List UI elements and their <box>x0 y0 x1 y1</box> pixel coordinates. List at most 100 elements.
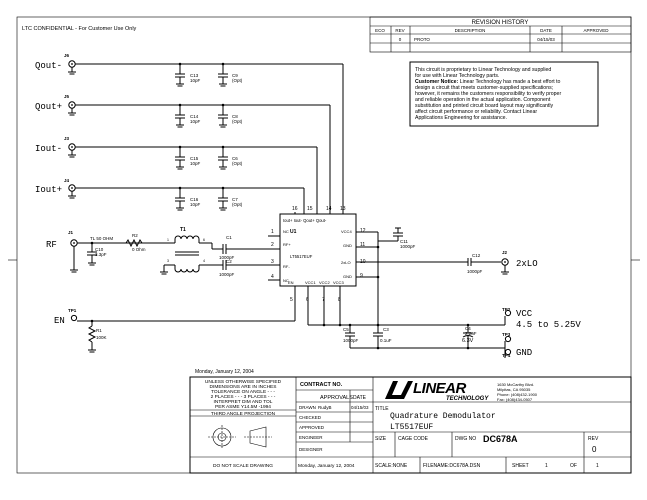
svg-text:TP3: TP3 <box>502 332 511 337</box>
svg-text:VCC2: VCC2 <box>319 280 330 285</box>
svg-text:3.3pF: 3.3pF <box>95 252 107 257</box>
svg-text:0.1uF: 0.1uF <box>380 338 392 343</box>
svg-text:Monday, January 12, 2004: Monday, January 12, 2004 <box>298 463 355 469</box>
svg-text:10pF: 10pF <box>190 161 201 166</box>
svg-text:and reliable operation in the: and reliable operation in the actual app… <box>415 97 551 103</box>
svg-text:Phone: (408)432-1900: Phone: (408)432-1900 <box>497 392 538 397</box>
svg-text:TL 50 OHM: TL 50 OHM <box>90 236 113 241</box>
svg-text:GND: GND <box>343 243 352 248</box>
svg-text:C6: C6 <box>232 156 238 161</box>
svg-text:PER ASME Y14.5M -1994: PER ASME Y14.5M -1994 <box>215 404 271 410</box>
svg-text:CHECKED: CHECKED <box>299 415 322 420</box>
svg-text:This circuit is proprietary to: This circuit is proprietary to Linear Te… <box>415 67 551 73</box>
svg-text:J5: J5 <box>64 94 70 99</box>
svg-text:APPROVED: APPROVED <box>299 425 325 430</box>
svg-text:16: 16 <box>292 206 298 212</box>
svg-text:ENGINEER: ENGINEER <box>299 435 323 440</box>
svg-text:NC: NC <box>283 278 289 283</box>
svg-text:10pF: 10pF <box>190 202 201 207</box>
svg-text:R1: R1 <box>96 328 102 333</box>
svg-text:UNLESS OTHERWISE SPECIFIED: UNLESS OTHERWISE SPECIFIED <box>205 379 282 385</box>
svg-text:TITLE: TITLE <box>375 406 389 412</box>
svg-text:C11: C11 <box>400 239 408 244</box>
svg-text:VCC3: VCC3 <box>333 280 344 285</box>
svg-text:U1: U1 <box>290 229 297 235</box>
svg-text:10pF: 10pF <box>190 78 201 83</box>
svg-text:15: 15 <box>307 206 313 212</box>
svg-text:C2: C2 <box>226 259 232 264</box>
svg-text:LT5517EUF: LT5517EUF <box>290 254 313 259</box>
drawing-number: DC678A <box>483 434 518 444</box>
svg-text:TP2: TP2 <box>502 307 511 312</box>
svg-text:9: 9 <box>360 273 363 279</box>
en-label: EN <box>54 316 65 326</box>
svg-text:RF-: RF- <box>283 264 290 269</box>
revision-history: REVISION HISTORY ECO REV DESCRIPTION DAT… <box>369 16 632 53</box>
svg-text:Applications Engineering for a: Applications Engineering for assistance. <box>415 115 507 121</box>
svg-text:2 PLACES - - - 3 PLACES - -: 2 PLACES - - - 3 PLACES - - - <box>211 394 276 400</box>
qout-pos-label: Qout+ <box>35 102 62 112</box>
svg-text:C5: C5 <box>343 327 349 332</box>
svg-text:APPROVED: APPROVED <box>583 28 609 33</box>
svg-text:FILENAME:DC678A.DSN: FILENAME:DC678A.DSN <box>423 463 481 469</box>
svg-text:DESIGNER: DESIGNER <box>299 447 323 452</box>
rf-input: RF J1 TL 50 OHM C10 3.3pF R2 0 Ohm T1 1 <box>46 227 253 277</box>
svg-text:design a circuit that meets cu: design a circuit that meets customer-sup… <box>415 85 553 91</box>
output-caps: C13 10pF C9 (Opt) C14 10pF C8 (Opt) C15 … <box>175 64 243 211</box>
svg-text:04/15/03: 04/15/03 <box>351 405 369 410</box>
svg-text:12: 12 <box>360 228 366 234</box>
svg-text:Iout+ Iout- Qout+ Qout-: Iout+ Iout- Qout+ Qout- <box>283 218 327 223</box>
svg-text:C1: C1 <box>226 235 232 240</box>
svg-text:C9: C9 <box>232 73 238 78</box>
svg-text:1000pF: 1000pF <box>219 272 235 277</box>
enable-input: EN TP1 R1 100K <box>54 308 295 353</box>
supply-wiring: C11 1000pF C5 1000pF C3 0.1uF C4 2.2uF 6… <box>308 227 581 358</box>
svg-text:Monday, January 12, 2004: Monday, January 12, 2004 <box>195 369 254 375</box>
svg-text:2.2uF: 2.2uF <box>465 331 477 336</box>
svg-text:J2: J2 <box>502 250 508 255</box>
svg-text:C8: C8 <box>232 114 238 119</box>
svg-text:(Opt): (Opt) <box>232 202 243 207</box>
svg-text:SIZE: SIZE <box>375 436 387 442</box>
svg-text:CONTRACT NO.: CONTRACT NO. <box>300 382 343 388</box>
svg-text:OF: OF <box>570 463 577 469</box>
svg-text:C7: C7 <box>232 197 238 202</box>
svg-text:CAGE CODE: CAGE CODE <box>398 436 429 442</box>
svg-text:for use with Linear Technology: for use with Linear Technology parts. <box>415 73 499 79</box>
svg-text:J4: J4 <box>64 178 70 183</box>
tp4-testpoint-icon <box>504 348 512 356</box>
svg-text:1: 1 <box>545 463 548 469</box>
tp2-testpoint-icon <box>504 309 512 317</box>
svg-text:4: 4 <box>203 259 205 263</box>
svg-text:(Opt): (Opt) <box>232 78 243 83</box>
svg-text:C4: C4 <box>465 326 471 331</box>
third-angle-projection-icon <box>208 425 272 449</box>
rf-label: RF <box>46 240 57 250</box>
revision-title: REVISION HISTORY <box>472 20 529 26</box>
customer-notice: This circuit is proprietary to Linear Te… <box>409 61 599 127</box>
linear-technology-logo: LINEAR TECHNOLOGY <box>385 380 489 402</box>
svg-text:TECHNOLOGY: TECHNOLOGY <box>446 396 489 402</box>
title-block: Monday, January 12, 2004 UNLESS OTHERWIS… <box>189 369 632 474</box>
svg-text:PROTO: PROTO <box>414 37 430 42</box>
svg-text:however, it remains the custom: however, it remains the customers respon… <box>415 91 561 97</box>
svg-text:affect circuit performance or: affect circuit performance or reliabilit… <box>415 109 537 115</box>
svg-text:THIRD ANGLE PROJECTION: THIRD ANGLE PROJECTION <box>211 411 276 417</box>
svg-text:1000pF: 1000pF <box>467 269 483 274</box>
svg-text:VCC1: VCC1 <box>305 280 316 285</box>
svg-text:J3: J3 <box>64 136 70 141</box>
svg-text:3: 3 <box>271 259 274 265</box>
svg-text:GND: GND <box>343 274 352 279</box>
svg-text:100K: 100K <box>96 335 107 340</box>
svg-text:0 Ohm: 0 Ohm <box>132 247 146 252</box>
svg-text:Milpitas, CA 95035: Milpitas, CA 95035 <box>497 387 531 392</box>
svg-text:EN: EN <box>288 280 294 285</box>
svg-text:1000pF: 1000pF <box>219 255 235 260</box>
svg-text:TOLERANCE ON ANGLE - - -: TOLERANCE ON ANGLE - - - <box>211 389 275 395</box>
svg-text:0: 0 <box>399 37 402 42</box>
tp1-testpoint-icon <box>70 314 78 322</box>
svg-text:6.3V: 6.3V <box>462 338 474 344</box>
lo-label: 2xLO <box>516 259 538 269</box>
vcc-range: 4.5 to 5.25V <box>516 320 581 330</box>
svg-text:1630 McCarthy Blvd.: 1630 McCarthy Blvd. <box>497 382 534 387</box>
